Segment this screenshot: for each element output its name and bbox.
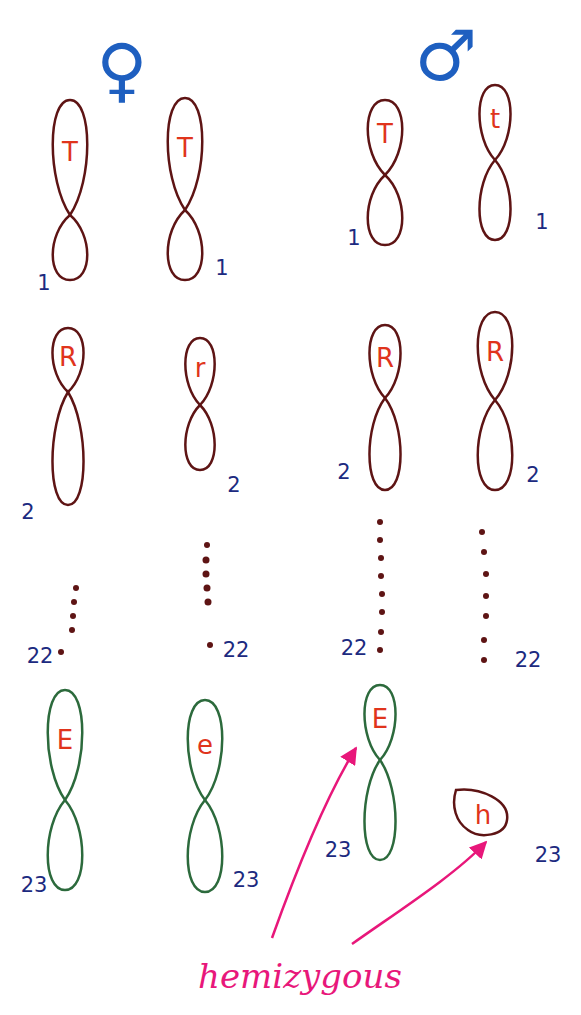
chromosome-number: 23 [233, 870, 260, 891]
chromosome-number: 22 [27, 646, 54, 667]
chromosome: E23 [42, 688, 88, 892]
chromosome: R2 [472, 310, 518, 492]
chromosome-arm [369, 325, 400, 398]
chromosome-number: 2 [21, 502, 34, 523]
chromosome-number: 22 [341, 638, 368, 659]
allele-letter: R [59, 344, 77, 370]
chromosome: T1 [362, 98, 408, 247]
chromosome-arm [53, 100, 88, 215]
chromosome-number: 1 [535, 212, 548, 233]
chromosome-arm [48, 800, 83, 890]
chromosome-outline [162, 96, 208, 282]
chromosome-number: 22 [223, 640, 250, 661]
chromosome-number: 23 [21, 875, 48, 896]
allele-letter: E [372, 706, 388, 732]
chromosome-number: 23 [535, 845, 562, 866]
allele-letter: t [490, 106, 500, 132]
chromosome-outline [42, 688, 88, 892]
chromosome: h23 [450, 786, 512, 838]
chromosome: R2 [47, 326, 89, 507]
chromosome-arm [185, 405, 214, 470]
chromosome: r2 [180, 336, 220, 472]
chromosome: R2 [364, 323, 406, 492]
chromosome: E23 [359, 683, 401, 862]
chromosome-number: 1 [37, 273, 50, 294]
allele-letter: h [475, 802, 491, 828]
chromosome-outline [472, 310, 518, 492]
chromosome-outline [454, 790, 507, 835]
chromosome-number: 2 [337, 462, 350, 483]
chromosome-arm [369, 398, 400, 490]
allele-letter: R [486, 339, 504, 365]
chromosome-number: 1 [215, 258, 228, 279]
chromosome-arm [53, 215, 88, 280]
chromosome-arm [479, 85, 510, 160]
chromosome-arm [168, 210, 203, 280]
chromosome-arm [364, 685, 395, 760]
chromosome-arm [188, 700, 223, 800]
chromosome-outline [182, 698, 228, 894]
allele-letter: T [377, 121, 393, 147]
chromosome: T1 [47, 98, 93, 282]
allele-letter: e [197, 732, 213, 758]
leader-arrow [272, 748, 356, 938]
chromosome: T1 [162, 96, 208, 282]
chromosome-arm [478, 312, 513, 400]
allele-letter: E [57, 727, 73, 753]
allele-letter: r [195, 355, 206, 381]
chromosome-outline [47, 98, 93, 282]
chromosome-arm [52, 328, 83, 392]
chromosome-number: 1 [347, 228, 360, 249]
chromosome: e23 [182, 698, 228, 894]
hemizygous-label: hemizygous [198, 959, 402, 993]
chromosome-arm [185, 338, 214, 405]
chromosome-number: 23 [325, 840, 352, 861]
chromosome-number: 22 [515, 650, 542, 671]
chromosome-arm [188, 800, 223, 892]
chromosome: t1 [474, 83, 516, 242]
chromosome-number: 2 [526, 465, 539, 486]
allele-letter: R [376, 345, 394, 371]
chromosome-arm [168, 98, 203, 210]
chromosome-arm [478, 400, 513, 490]
male-symbol: ♂ [415, 21, 478, 91]
ellipsis-dots [58, 519, 489, 663]
chromosome-arm [52, 392, 83, 505]
chromosome-number: 2 [227, 475, 240, 496]
chromosome-arm [368, 100, 403, 175]
chromosome-arm [48, 690, 83, 800]
chromosome-arm [368, 175, 403, 245]
allele-letter: T [62, 139, 78, 165]
female-symbol: ♀ [96, 35, 147, 105]
chromosome-arm [364, 760, 395, 860]
chromosome-arm [479, 160, 510, 240]
allele-letter: T [177, 135, 193, 161]
